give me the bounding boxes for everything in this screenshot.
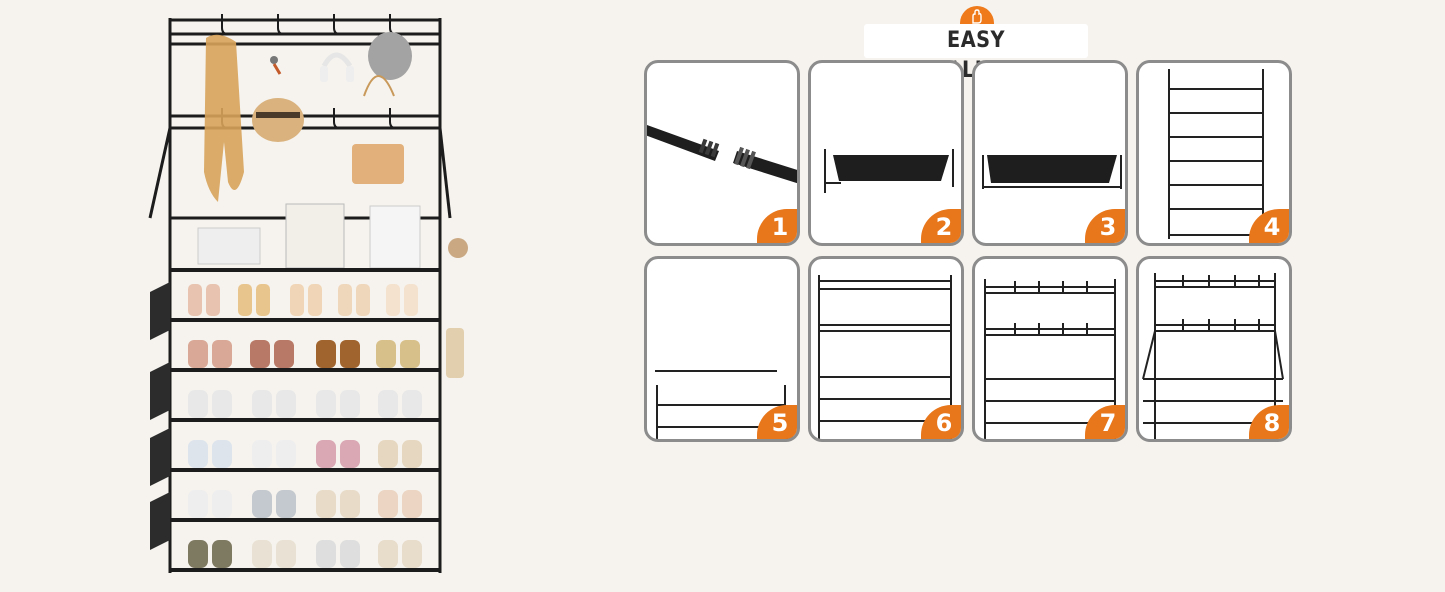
step-tile-3: 3: [972, 60, 1128, 246]
step-tile-5: 5: [644, 256, 800, 442]
step-number-badge: 2: [921, 209, 961, 243]
step-tile-6: 6: [808, 256, 964, 442]
step-tile-1: 1: [644, 60, 800, 246]
hand-icon: [960, 6, 994, 28]
step-number-badge: 8: [1249, 405, 1289, 439]
step-tile-4: 4: [1136, 60, 1292, 246]
step-number-badge: 1: [757, 209, 797, 243]
installation-header: EASY INSTALLATION: [864, 6, 1088, 83]
page-title: EASY INSTALLATION: [896, 28, 1056, 83]
step-number-badge: 6: [921, 405, 961, 439]
step-tile-7: 7: [972, 256, 1128, 442]
installation-steps-grid: 1 2 3 4: [644, 60, 1300, 590]
step-tile-2: 2: [808, 60, 964, 246]
step-tile-8: 8: [1136, 256, 1292, 442]
product-photo: [140, 8, 480, 588]
header-label-box: [864, 24, 1088, 58]
